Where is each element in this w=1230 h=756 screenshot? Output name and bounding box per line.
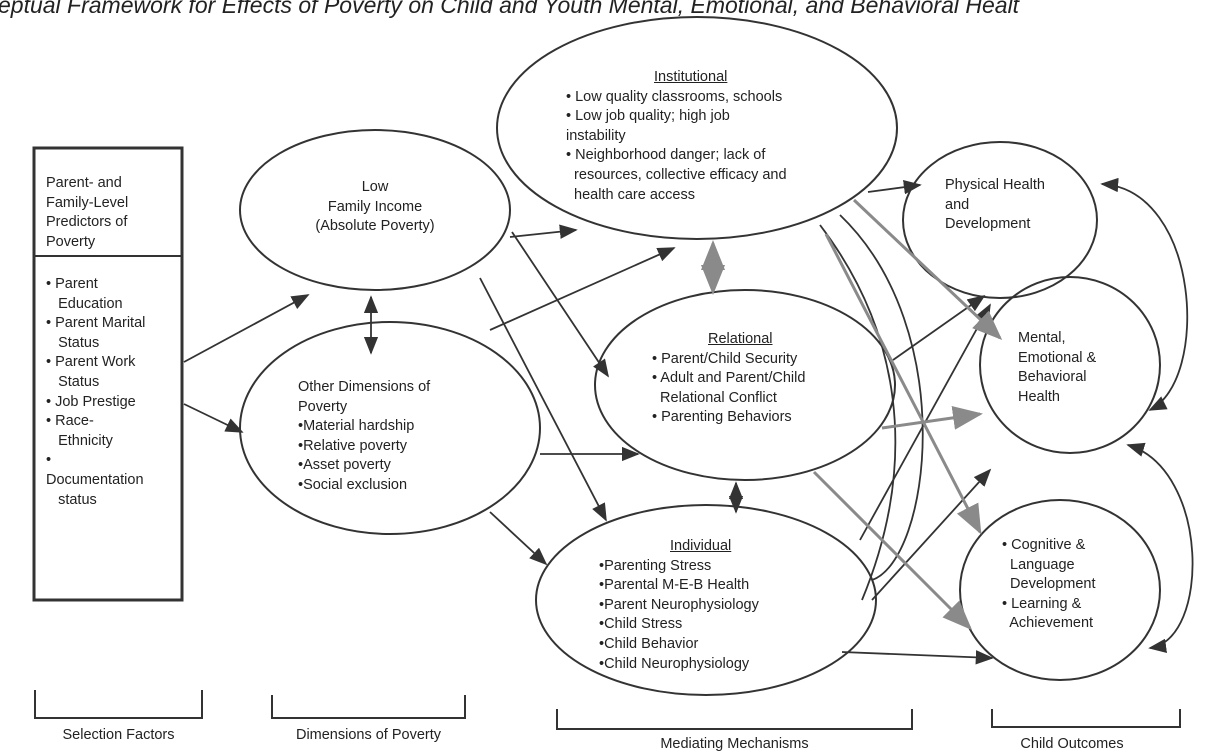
text-line: • Low quality classrooms, schools <box>566 88 783 105</box>
institutional-text: Institutional • Low quality classrooms, … <box>566 68 787 205</box>
text-line: •Relative poverty <box>298 437 408 454</box>
figure-title: eptual Framework for Effects of Poverty … <box>0 0 1020 18</box>
text-line: health care access <box>566 186 695 203</box>
other-dimensions-text: Other Dimensions of Poverty •Material ha… <box>298 378 430 496</box>
text-line: • Parent Marital <box>46 315 146 332</box>
text-line: • Low job quality; high job <box>566 108 730 125</box>
text-line: Family-Level <box>46 194 129 211</box>
text-line: Behavioral <box>1018 369 1087 386</box>
text-line: and <box>945 196 970 213</box>
low-income-text: Low Family Income (Absolute Poverty) <box>300 178 450 237</box>
text-line: Predictors of <box>46 214 128 231</box>
text-line: Status <box>46 334 100 351</box>
text-line: Relational Conflict <box>652 389 777 406</box>
text-line: Parent- and <box>46 175 122 191</box>
individual-ellipse <box>535 504 877 696</box>
label-child-outcomes: Child Outcomes <box>1020 736 1124 752</box>
relational-heading: Relational <box>708 331 773 347</box>
cognitive-text: • Cognitive & Language Development • Lea… <box>1002 536 1096 634</box>
individual-text: Individual •Parenting Stress •Parental M… <box>599 537 759 674</box>
text-line: Low <box>361 179 389 195</box>
text-line: Mental, <box>1018 330 1066 346</box>
text-line: • Learning & <box>1002 595 1082 612</box>
text-line: instability <box>566 127 626 144</box>
bracket-outcomes <box>991 709 1181 728</box>
text-line: Ethnicity <box>46 432 113 449</box>
label-dimensions-of-poverty: Dimensions of Poverty <box>295 727 442 743</box>
text-line: Status <box>46 373 100 390</box>
text-line: • Parent Work <box>46 354 136 371</box>
label-mediating-mechanisms: Mediating Mechanisms <box>660 736 809 752</box>
text-line: Other Dimensions of <box>298 379 431 395</box>
text-line: (Absolute Poverty) <box>315 218 435 235</box>
text-line: Health <box>1018 388 1060 405</box>
text-line: •Child Behavior <box>599 635 699 652</box>
bracket-selection <box>34 690 203 719</box>
text-line: • Parenting Behaviors <box>652 409 792 426</box>
text-line: Development <box>945 216 1031 233</box>
text-line: •Child Stress <box>599 616 683 633</box>
text-line: •Parenting Stress <box>599 557 712 574</box>
selection-heading: Parent- and Family-Level Predictors of P… <box>46 174 128 252</box>
text-line: •Parental M-E-B Health <box>599 577 750 594</box>
text-line: Poverty <box>298 398 348 415</box>
text-line: • Adult and Parent/Child <box>652 370 806 387</box>
text-line: Family Income <box>327 198 423 215</box>
bracket-dimensions <box>271 695 466 719</box>
bracket-mediating <box>556 709 913 730</box>
text-line: •Social exclusion <box>298 476 408 493</box>
text-line: Language <box>1002 556 1075 573</box>
text-line: •Asset poverty <box>298 457 391 474</box>
individual-heading: Individual <box>670 538 732 554</box>
text-line: Achievement <box>1002 615 1094 632</box>
text-line: • Parent <box>46 276 98 292</box>
text-line: • Cognitive & <box>1002 537 1086 553</box>
text-line: Education <box>46 295 123 312</box>
physical-ellipse <box>902 141 1098 299</box>
selection-box <box>32 146 184 602</box>
text-line: •Parent Neurophysiology <box>599 596 759 613</box>
relational-text: Relational • Parent/Child Security • Adu… <box>652 330 805 428</box>
bottom-brackets <box>34 690 1181 730</box>
low-income-ellipse <box>239 129 511 291</box>
selection-items: • Parent Education • Parent Marital Stat… <box>46 275 145 510</box>
institutional-ellipse <box>496 16 898 240</box>
gray-arrows <box>701 198 1003 631</box>
text-line: • Job Prestige <box>46 393 136 410</box>
text-line: • Neighborhood danger; lack of <box>566 147 766 164</box>
physical-text: Physical Health and Development <box>945 176 1045 235</box>
text-line: Documentation <box>46 471 144 488</box>
text-line: Development <box>1002 576 1096 593</box>
text-line: Physical Health <box>945 177 1045 193</box>
mental-text: Mental, Emotional & Behavioral Health <box>1018 329 1096 407</box>
text-line: • Parent/Child Security <box>652 350 798 367</box>
arrows <box>183 177 1194 665</box>
text-line: • <box>46 452 52 469</box>
text-line: •Material hardship <box>298 418 415 435</box>
text-line: resources, collective efficacy and <box>566 166 787 183</box>
text-line: status <box>46 491 97 508</box>
label-selection-factors: Selection Factors <box>62 727 175 743</box>
text-line: Emotional & <box>1018 349 1097 366</box>
text-line: Poverty <box>46 233 96 250</box>
text-line: • Race- <box>46 413 94 430</box>
institutional-heading: Institutional <box>654 69 728 85</box>
relational-ellipse <box>594 289 896 481</box>
text-line: •Child Neurophysiology <box>599 655 750 672</box>
